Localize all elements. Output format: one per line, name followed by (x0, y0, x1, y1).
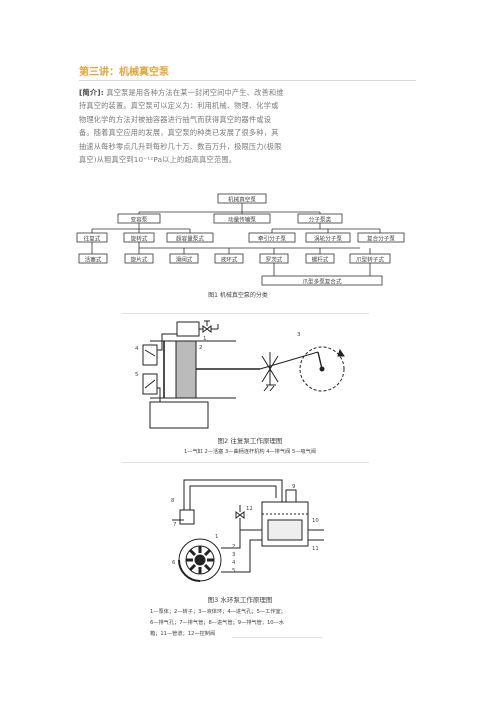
fig2-label-1: 1 (203, 336, 207, 342)
fig2-label-2: 2 (199, 345, 203, 351)
fig3-legend-line-2: 6—排气孔；7—排气管；8—进气管；9—排气管；10—水 (150, 618, 285, 626)
fig3-drawing (172, 479, 324, 582)
fig3-label-12: 12 (246, 506, 253, 512)
fig3-label-11: 11 (312, 546, 319, 552)
fig1-l3-label-6: 复合分子泵 (367, 235, 395, 243)
fig1-l3-label-1: 往复式 (84, 235, 101, 243)
fig3-valve-left (179, 509, 195, 525)
fig1-l3-label-4: 牵引分子泵 (258, 235, 286, 243)
fig1-l3-box-6 (357, 232, 405, 243)
fig1-l4-label-6: 螺杆式 (312, 256, 329, 264)
fig2-label-5: 5 (135, 372, 139, 378)
fig1-combo-box (261, 275, 383, 286)
fig2-drawing (142, 320, 345, 429)
fig1-l3-label-3: 超容量泵式 (176, 235, 204, 243)
fig2-caption: 图2 往复泵工作原理图 (218, 436, 283, 445)
fig1-l4-label-4: 液环式 (221, 256, 238, 264)
fig1-l4-box-2 (124, 253, 154, 264)
fig1-l4-label-3: 滑阀式 (176, 256, 193, 264)
fig1-l3-box-4 (248, 232, 296, 243)
fig1-l2-label-1: 变容泵 (131, 216, 148, 224)
fig3-label-7: 7 (173, 522, 176, 528)
fig1-l4-box-1 (78, 253, 108, 264)
fig3-label-10: 10 (312, 518, 319, 524)
fig3-underline (232, 637, 322, 638)
fig1-l3-label-5: 涡轮分子泵 (314, 235, 342, 243)
fig2-piston (175, 340, 197, 399)
fig2-crank-circle (299, 346, 345, 392)
fig3-vent (285, 489, 297, 503)
fig3-label-6: 6 (172, 560, 176, 566)
fig3-label-1: 1 (215, 534, 218, 540)
intro-paragraph: [简介]: 真空泵是用各种方法在某一封闭空间中产生、改善和维持真空的装置。真空泵… (79, 86, 284, 166)
fig1-l4-box-3 (169, 253, 199, 264)
fig3-valve-12 (235, 511, 245, 519)
fig1-l2-box-2 (213, 213, 271, 224)
fig1-l4-label-2: 旋片式 (131, 256, 148, 264)
fig3-label-4: 4 (232, 560, 236, 566)
fig3-label-3: 3 (232, 552, 235, 558)
fig1-l4-label-1: 活塞式 (85, 256, 102, 264)
page-title: 第三讲：机械真空泵 (79, 67, 169, 78)
fig3-caption: 图3 水环泵工作原理图 (208, 595, 273, 604)
fig2-valve-icon (202, 325, 212, 333)
fig1-caption: 图1 机械真空泵的分类 (208, 291, 268, 299)
fig1-tree (76, 193, 405, 286)
fig3-label-9: 9 (292, 484, 295, 490)
intro-lead: [简介]: (79, 88, 104, 97)
fig1-l4-label-7: 爪型转子式 (356, 256, 384, 264)
title-divider (79, 80, 416, 81)
fig1-l4-box-4 (214, 253, 244, 264)
fig3-label-2: 2 (232, 544, 235, 550)
fig-divider-1 (122, 313, 369, 314)
fig2-top-box (176, 321, 200, 337)
fig1-combo-label: 爪型多泵复合式 (302, 278, 342, 286)
fig3-label-7a: 8 (171, 498, 175, 504)
intro-text: 真空泵是用各种方法在某一封闭空间中产生、改善和维持真空的装置。真空泵可以定义为：… (79, 88, 284, 165)
fig1-l3-label-2: 旋转式 (131, 235, 148, 243)
fig3-water-tank (261, 501, 309, 547)
fig2-label-4: 4 (135, 346, 139, 352)
fig1-l4-box-6 (305, 253, 335, 264)
fig1-root-label: 机械真空泵 (228, 196, 256, 204)
fig2-valve-4 (142, 344, 158, 366)
fig1-l4-label-5: 罗茨式 (266, 256, 283, 264)
fig3-legend-line-1: 1—泵体；2—转子；3—液体环；4—进气孔；5—工作室； (150, 607, 286, 615)
fig2-legend: 1—气缸 2—活塞 3—曲柄连杆机构 4—排气阀 5—吸气阀 (184, 447, 316, 455)
fig-divider-2 (122, 462, 369, 463)
fig1-l2-label-3: 分子泵类 (309, 216, 332, 224)
fig2-label-3: 3 (297, 332, 301, 338)
fig3-label-5: 5 (232, 568, 235, 574)
fig2-bottom-box (149, 401, 209, 429)
fig3-legend-line-3: 箱；11—管道；12—控制阀 (150, 629, 215, 637)
fig1-l3-box-5 (305, 232, 351, 243)
fig1-l3-box-3 (166, 232, 214, 243)
fig1-l2-label-2: 动量传输泵 (228, 216, 256, 224)
